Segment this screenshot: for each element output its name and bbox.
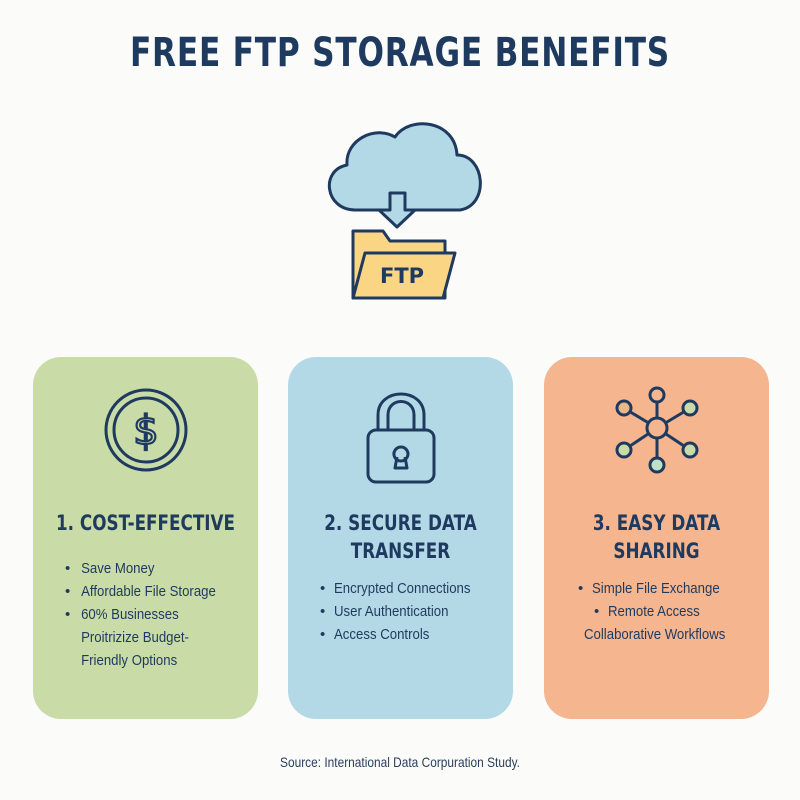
network-nodes-icon <box>615 386 698 474</box>
page-title: FREE FTP STORAGE BENEFITS <box>129 30 671 76</box>
dollar-coin-icon: $ <box>104 388 187 472</box>
card-title: 3. EASY DATA SHARING <box>592 511 721 563</box>
card-title: 1. COST-EFFECTIVE <box>55 511 236 535</box>
list-item: •Encrypted Connections <box>320 580 471 597</box>
list-item: •Remote Access <box>594 603 700 620</box>
list-item: Collaborative Workflows <box>584 626 726 643</box>
benefit-list: •Save Money •Affordable File Storage •60… <box>33 557 258 672</box>
list-item: •Simple File Exchange <box>578 580 720 597</box>
card-easy-sharing: 3. EASY DATA SHARING •Simple File Exchan… <box>544 357 769 719</box>
benefit-list: •Encrypted Connections •User Authenticat… <box>288 577 513 646</box>
padlock-icon <box>366 392 435 484</box>
list-item: •User Authentication <box>320 603 449 620</box>
list-item: •60% Businesses Proitrizize Budget-Frien… <box>65 606 189 669</box>
list-item: •Save Money <box>65 560 155 577</box>
cloud-download-folder-icon: FTP <box>328 122 482 300</box>
benefit-list: •Simple File Exchange •Remote Access Col… <box>544 577 769 646</box>
hero-illustration: FTP <box>315 115 490 310</box>
list-item: •Access Controls <box>320 626 430 643</box>
svg-text:$: $ <box>133 408 158 454</box>
source-footnote: Source: International Data Corpuration S… <box>280 754 520 770</box>
card-secure-transfer: 2. SECURE DATA TRANSFER •Encrypted Conne… <box>288 357 513 719</box>
folder-label: FTP <box>380 264 424 288</box>
card-cost-effective: $ 1. COST-EFFECTIVE •Save Money •Afforda… <box>33 357 258 719</box>
list-item: •Affordable File Storage <box>65 583 216 600</box>
card-title: 2. SECURE DATA TRANSFER <box>324 511 477 563</box>
